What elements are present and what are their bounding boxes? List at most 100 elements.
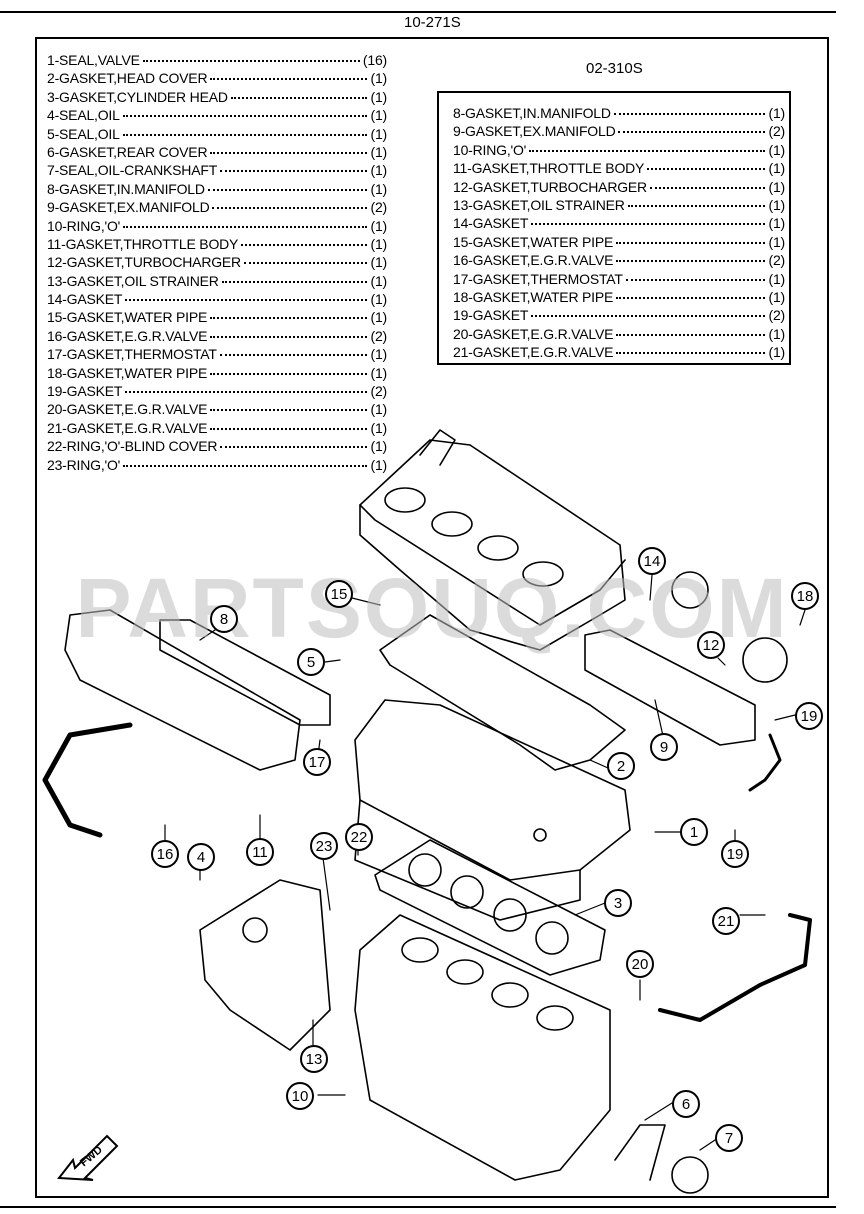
part-name: 18-GASKET,WATER PIPE <box>453 288 614 305</box>
part-qty: (1) <box>370 143 387 160</box>
callout-21[interactable]: 21 <box>712 907 740 935</box>
sub-kit-row: 8-GASKET,IN.MANIFOLD (1) <box>453 105 785 123</box>
part-name: 19-GASKET <box>453 307 529 324</box>
part-name: 13-GASKET,OIL STRAINER <box>47 272 219 289</box>
part-name: 15-GASKET,WATER PIPE <box>453 233 614 250</box>
callout-5[interactable]: 5 <box>297 648 325 676</box>
callout-3[interactable]: 3 <box>604 889 632 917</box>
part-qty: (1) <box>370 438 387 455</box>
callout-11[interactable]: 11 <box>246 838 274 866</box>
front-cover-seal-drawing <box>242 917 268 943</box>
watermark-text: PARTSOUQ.COM <box>75 561 789 655</box>
parts-list-row: 9-GASKET,EX.MANIFOLD(2) <box>47 199 387 217</box>
parts-list-row: 10-RING,'O'(1) <box>47 218 387 236</box>
callout-13[interactable]: 13 <box>300 1045 328 1073</box>
callout-12[interactable]: 12 <box>697 631 725 659</box>
part-name: 8-GASKET,IN.MANIFOLD <box>453 105 611 121</box>
kit-part-code: 10-271S <box>404 14 461 31</box>
part-name: 11-GASKET,THROTTLE BODY <box>453 160 645 177</box>
part-qty: (1) <box>370 309 387 326</box>
callout-7[interactable]: 7 <box>715 1124 743 1152</box>
part-name: 20-GASKET,E.G.R.VALVE <box>47 401 208 418</box>
part-qty: (1) <box>370 254 387 271</box>
sub-kit-row: 18-GASKET,WATER PIPE(1) <box>453 289 785 307</box>
part-qty: (1) <box>370 88 387 105</box>
callout-6[interactable]: 6 <box>672 1090 700 1118</box>
callout-15[interactable]: 15 <box>325 580 353 608</box>
part-qty: (1) <box>768 196 785 213</box>
part-qty: (1) <box>768 233 785 250</box>
callout-10[interactable]: 10 <box>286 1082 314 1110</box>
cylinder-head-gasket-drawing <box>374 839 606 976</box>
egr-valve-drawing <box>658 913 812 1022</box>
parts-list-row: 17-GASKET,THERMOSTAT (1) <box>47 346 387 364</box>
sub-kit-box: 8-GASKET,IN.MANIFOLD (1) 9-GASKET,EX.MANI… <box>437 91 791 365</box>
forward-arrow-icon <box>57 1134 119 1181</box>
part-name: 14-GASKET <box>47 291 123 308</box>
part-qty: (1) <box>370 70 387 87</box>
part-qty: (1) <box>370 235 387 252</box>
part-qty: (1) <box>370 346 387 363</box>
callout-22[interactable]: 22 <box>345 823 373 851</box>
callout-1[interactable]: 1 <box>680 818 708 846</box>
part-qty: (1) <box>768 141 785 158</box>
parts-list-row: 13-GASKET,OIL STRAINER (1) <box>47 273 387 291</box>
part-qty: (1) <box>370 125 387 142</box>
part-name: 21-GASKET,E.G.R.VALVE <box>47 419 208 436</box>
part-name: 17-GASKET,THERMOSTAT <box>453 270 623 287</box>
sub-kit-row: 20-GASKET,E.G.R.VALVE(1) <box>453 326 785 344</box>
parts-list-row: 7-SEAL,OIL-CRANKSHAFT(1) <box>47 162 387 180</box>
callout-20[interactable]: 20 <box>626 950 654 978</box>
parts-list-row: 16-GASKET,E.G.R.VALVE(2) <box>47 328 387 346</box>
part-name: 9-GASKET,EX.MANIFOLD <box>47 199 210 216</box>
part-qty: (2) <box>370 327 387 344</box>
turbocharger-drawing <box>742 637 788 683</box>
sub-kit-row: 21-GASKET,E.G.R.VALVE(1) <box>453 344 785 362</box>
part-name: 17-GASKET,THERMOSTAT <box>47 346 217 363</box>
part-qty: (1) <box>768 215 785 232</box>
sub-kit-row: 11-GASKET,THROTTLE BODY(1) <box>453 160 785 178</box>
part-qty: (1) <box>370 456 387 473</box>
part-name: 15-GASKET,WATER PIPE <box>47 309 208 326</box>
top-rule <box>0 11 836 13</box>
part-name: 11-GASKET,THROTTLE BODY <box>47 235 239 252</box>
part-qty: (1) <box>768 105 785 121</box>
parts-list-row: 12-GASKET,TURBOCHARGER(1) <box>47 254 387 272</box>
part-name: 22-RING,'O'-BLIND COVER <box>47 438 218 455</box>
throttle-body-drawing <box>671 571 709 609</box>
callout-9[interactable]: 9 <box>650 733 678 761</box>
callout-16[interactable]: 16 <box>151 840 179 868</box>
part-name: 2-GASKET,HEAD COVER <box>47 70 208 87</box>
callout-8[interactable]: 8 <box>210 605 238 633</box>
callout-19-upper[interactable]: 19 <box>795 702 823 730</box>
sub-kit-row: 16-GASKET,E.G.R.VALVE(2) <box>453 252 785 270</box>
callout-19-lower[interactable]: 19 <box>721 840 749 868</box>
exhaust-manifold-gasket-drawing <box>584 629 756 746</box>
callout-14[interactable]: 14 <box>638 547 666 575</box>
parts-list-row: 4-SEAL,OIL(1) <box>47 107 387 125</box>
egr-pipe-drawing <box>42 722 133 838</box>
part-qty: (2) <box>370 383 387 400</box>
parts-list-row: 1-SEAL,VALVE(16) <box>47 52 387 70</box>
rear-cover-gasket-drawing <box>614 1124 666 1181</box>
sub-kit-part-code: 02-310S <box>586 60 643 77</box>
parts-list-row: 3-GASKET,CYLINDER HEAD(1) <box>47 89 387 107</box>
part-name: 21-GASKET,E.G.R.VALVE <box>453 344 614 361</box>
callout-18[interactable]: 18 <box>791 582 819 610</box>
part-name: 10-RING,'O' <box>453 141 527 158</box>
parts-list-row: 6-GASKET,REAR COVER(1) <box>47 144 387 162</box>
part-name: 10-RING,'O' <box>47 217 121 234</box>
front-cover-drawing <box>199 879 331 1051</box>
part-qty: (1) <box>370 180 387 197</box>
part-qty: (1) <box>370 291 387 308</box>
callout-17[interactable]: 17 <box>303 748 331 776</box>
part-qty: (1) <box>768 325 785 342</box>
callout-4[interactable]: 4 <box>187 843 215 871</box>
callout-23[interactable]: 23 <box>310 832 338 860</box>
part-qty: (1) <box>370 272 387 289</box>
callout-2[interactable]: 2 <box>607 752 635 780</box>
parts-list-row: 18-GASKET,WATER PIPE(1) <box>47 365 387 383</box>
part-name: 1-SEAL,VALVE <box>47 52 140 68</box>
part-name: 9-GASKET,EX.MANIFOLD <box>453 123 616 140</box>
parts-list-row: 8-GASKET,IN.MANIFOLD(1) <box>47 181 387 199</box>
